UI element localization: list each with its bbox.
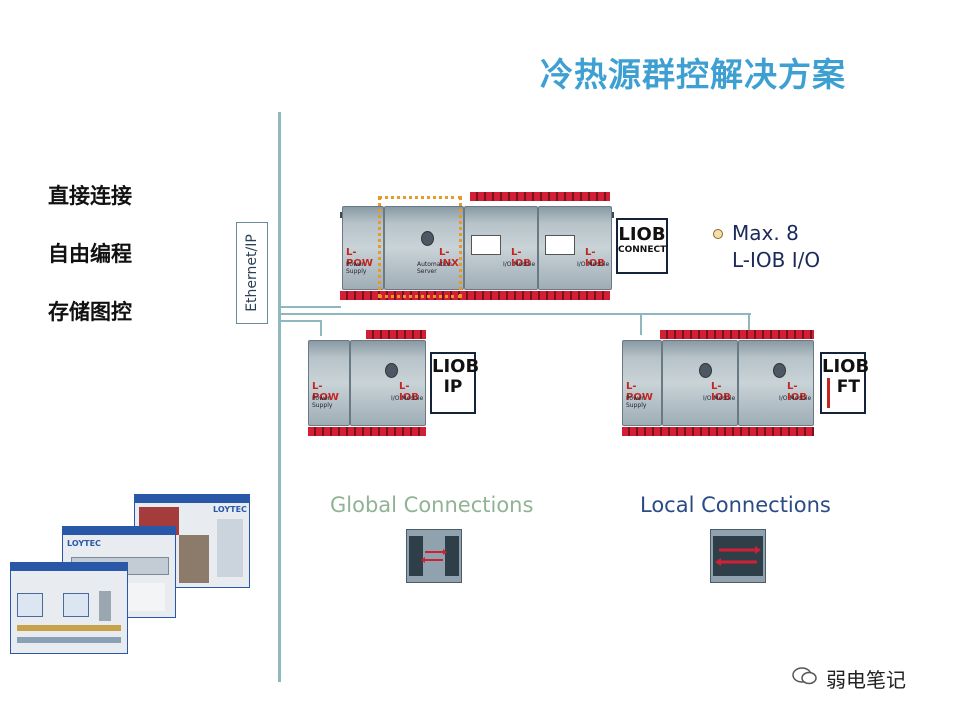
terminal-row-bottom — [622, 427, 814, 436]
global-connection-icon — [406, 529, 462, 583]
main-controller-rack: L-POW Power Supply L-INX Automation Serv… — [340, 192, 614, 302]
display-icon — [471, 235, 501, 255]
building-image — [179, 535, 209, 583]
software-window-plant — [10, 562, 128, 654]
wire-ft-drop-2 — [748, 313, 750, 331]
feature-storage-graphics: 存储图控 — [48, 296, 132, 326]
knob-icon — [773, 363, 786, 378]
module-l-iob: L-IOB I/O Module — [350, 340, 426, 426]
knob-icon — [699, 363, 712, 378]
bullet-icon — [713, 229, 723, 239]
local-connections-label: Local Connections — [640, 493, 831, 517]
terminal-row-top — [366, 330, 426, 339]
loytec-logo: LOYTEC — [67, 539, 101, 548]
feature-direct-connection: 直接连接 — [48, 180, 132, 210]
global-connections-label: Global Connections — [330, 493, 533, 517]
ethernet-label-box: Ethernet/IP — [236, 222, 268, 324]
liob-ip-badge: LIOB IP — [430, 352, 476, 414]
pipe-graphic — [17, 637, 121, 643]
highlight-automation-server — [378, 196, 462, 298]
module-l-pow: L-POW Power Supply — [308, 340, 350, 426]
tank-graphic — [63, 593, 89, 617]
module-l-iob-1: L-IOB I/O Module — [464, 206, 538, 290]
wire-bus-top — [281, 313, 751, 315]
wire-ip — [281, 320, 321, 322]
liob-connect-badge: LIOB CONNECT — [616, 218, 668, 274]
wire-main — [281, 306, 341, 308]
local-connection-icon — [710, 529, 766, 583]
pipe-graphic — [17, 625, 121, 631]
feature-free-programming: 自由编程 — [48, 238, 132, 268]
module-l-iob-2: L-IOB I/O Module — [538, 206, 612, 290]
tank-graphic — [17, 593, 43, 617]
terminal-row-top — [660, 330, 814, 339]
liob-ft-badge: LIOB FT — [820, 352, 866, 414]
pump-graphic — [99, 591, 111, 621]
max-note-line2: L-IOB I/O — [732, 247, 820, 274]
ethernet-backbone-line — [278, 112, 281, 682]
loytec-logo: LOYTEC — [213, 505, 247, 514]
module-l-pow: L-POW Power Supply — [622, 340, 662, 426]
module-l-iob-2: L-IOB I/O Module — [738, 340, 814, 426]
terminal-row-bottom — [308, 427, 426, 436]
page-title: 冷热源群控解决方案 — [540, 48, 920, 96]
ft-io-rack: L-POW Power Supply L-IOB I/O Module L-IO… — [620, 330, 816, 438]
watermark-text: 弱电笔记 — [826, 664, 906, 693]
display-icon — [545, 235, 575, 255]
terminal-row-top — [470, 192, 610, 201]
ethernet-label: Ethernet/IP — [244, 234, 260, 312]
ft-bus-icon — [827, 378, 830, 408]
wechat-icon — [792, 666, 818, 686]
module-l-iob-1: L-IOB I/O Module — [662, 340, 738, 426]
control-panel — [217, 519, 243, 577]
max-note-line1: Max. 8 — [732, 220, 799, 247]
knob-icon — [385, 363, 398, 378]
ip-io-rack: L-POW Power Supply L-IOB I/O Module — [306, 330, 428, 438]
